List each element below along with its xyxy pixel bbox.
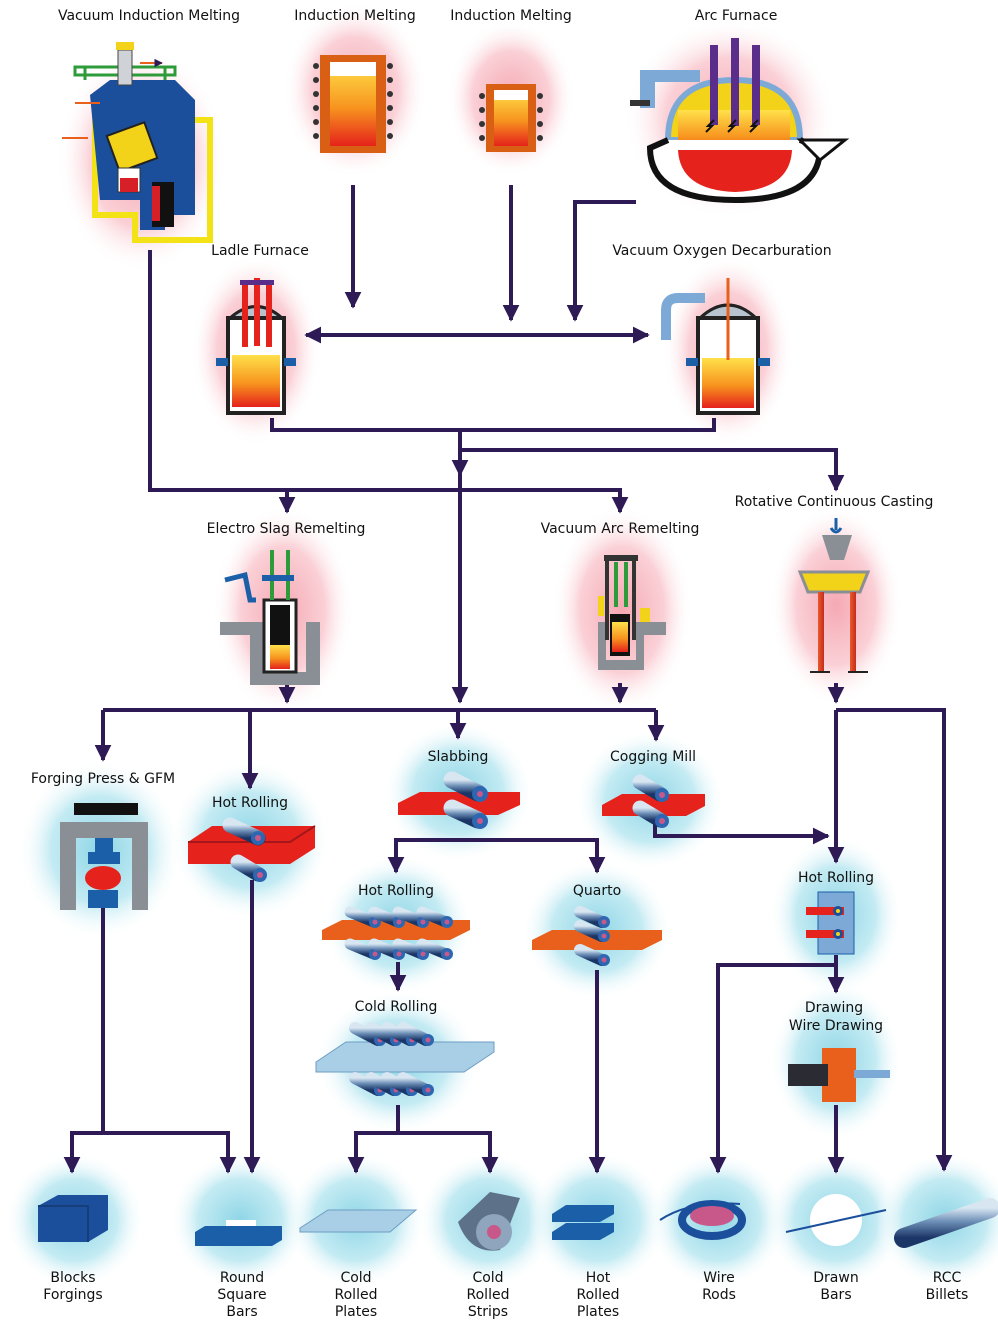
label-vacuum-oxygen-decarburation: Vacuum Oxygen Decarburation [612, 243, 832, 259]
arc-furnace-illustration [630, 38, 850, 204]
vim-illustration [62, 42, 213, 243]
arrow-to-cold-strips [398, 1131, 499, 1174]
label-cogging-mill: Cogging Mill [610, 749, 696, 765]
label-vacuum-induction-melting: Vacuum Induction Melting [57, 8, 241, 24]
label-hot-rolling-3: Hot Rolling [797, 870, 875, 886]
forging-press-illustration [60, 803, 148, 910]
label-vacuum-arc-remelting: Vacuum Arc Remelting [540, 521, 700, 537]
product-rcc-billets-illustration [894, 1198, 998, 1248]
esr-illustration [220, 550, 320, 685]
var-illustration [598, 555, 666, 670]
im2-illustration [479, 84, 543, 152]
slabbing-illustration [398, 771, 520, 829]
arrow-to-blocks [63, 905, 105, 1174]
flow-connectors [63, 185, 953, 1174]
cogging-mill-illustration [602, 774, 705, 828]
label-forging-press: Forging Press & GFM [30, 771, 176, 787]
im1-illustration [313, 55, 393, 153]
arrow-to-rcc-billets [836, 708, 953, 1172]
label-induction-melting-2: Induction Melting [450, 8, 572, 24]
label-electro-slag-remelting: Electro Slag Remelting [206, 521, 366, 537]
label-quarto: Quarto [572, 883, 622, 899]
vod-illustration [661, 278, 770, 415]
quarto-illustration [532, 906, 662, 966]
label-cold-rolling: Cold Rolling [354, 999, 438, 1015]
label-hot-rolling-1: Hot Rolling [211, 795, 289, 811]
label-hot-rolling-2: Hot Rolling [357, 883, 435, 899]
arrow-vim-to-var [148, 250, 629, 514]
rcc-illustration [797, 518, 871, 673]
label-induction-melting-1: Induction Melting [294, 8, 416, 24]
hot-rolling-3-illustration [806, 891, 855, 955]
product-wire-rods-illustration [659, 1200, 746, 1240]
product-cold-plates-illustration [299, 1209, 418, 1233]
drawing-illustration [788, 1048, 890, 1102]
product-drawn-bars-illustration [785, 1194, 887, 1246]
product-cold-strips-illustration [458, 1192, 520, 1251]
arrow-slabbing-split [394, 838, 606, 874]
product-hot-plates-illustration [552, 1205, 614, 1240]
label-arc-furnace: Arc Furnace [694, 8, 778, 24]
label-wire-drawing: Wire Drawing [788, 1018, 884, 1034]
arrow-to-rcc [460, 448, 845, 492]
label-ladle-furnace: Ladle Furnace [211, 243, 309, 259]
hot-rolling-1-illustration [188, 817, 316, 882]
arrow-to-cold-plates [347, 1105, 400, 1174]
label-rotative-continuous-casting: Rotative Continuous Casting [734, 494, 934, 510]
product-round-bars-illustration [190, 1204, 288, 1246]
arrow-to-round-bars-a [103, 1131, 237, 1174]
ladle-furnace-illustration [216, 278, 296, 415]
arrow-cogging-to-hot-rolling-3 [653, 822, 830, 845]
label-slabbing: Slabbing [427, 749, 489, 765]
arrow-arc-to-hub [566, 200, 636, 322]
refining-collector [270, 418, 716, 432]
label-drawing: Drawing [804, 1000, 864, 1016]
cold-rolling-illustration [315, 1022, 495, 1096]
hot-rolling-2-illustration [322, 906, 470, 960]
product-blocks-illustration [38, 1195, 108, 1242]
